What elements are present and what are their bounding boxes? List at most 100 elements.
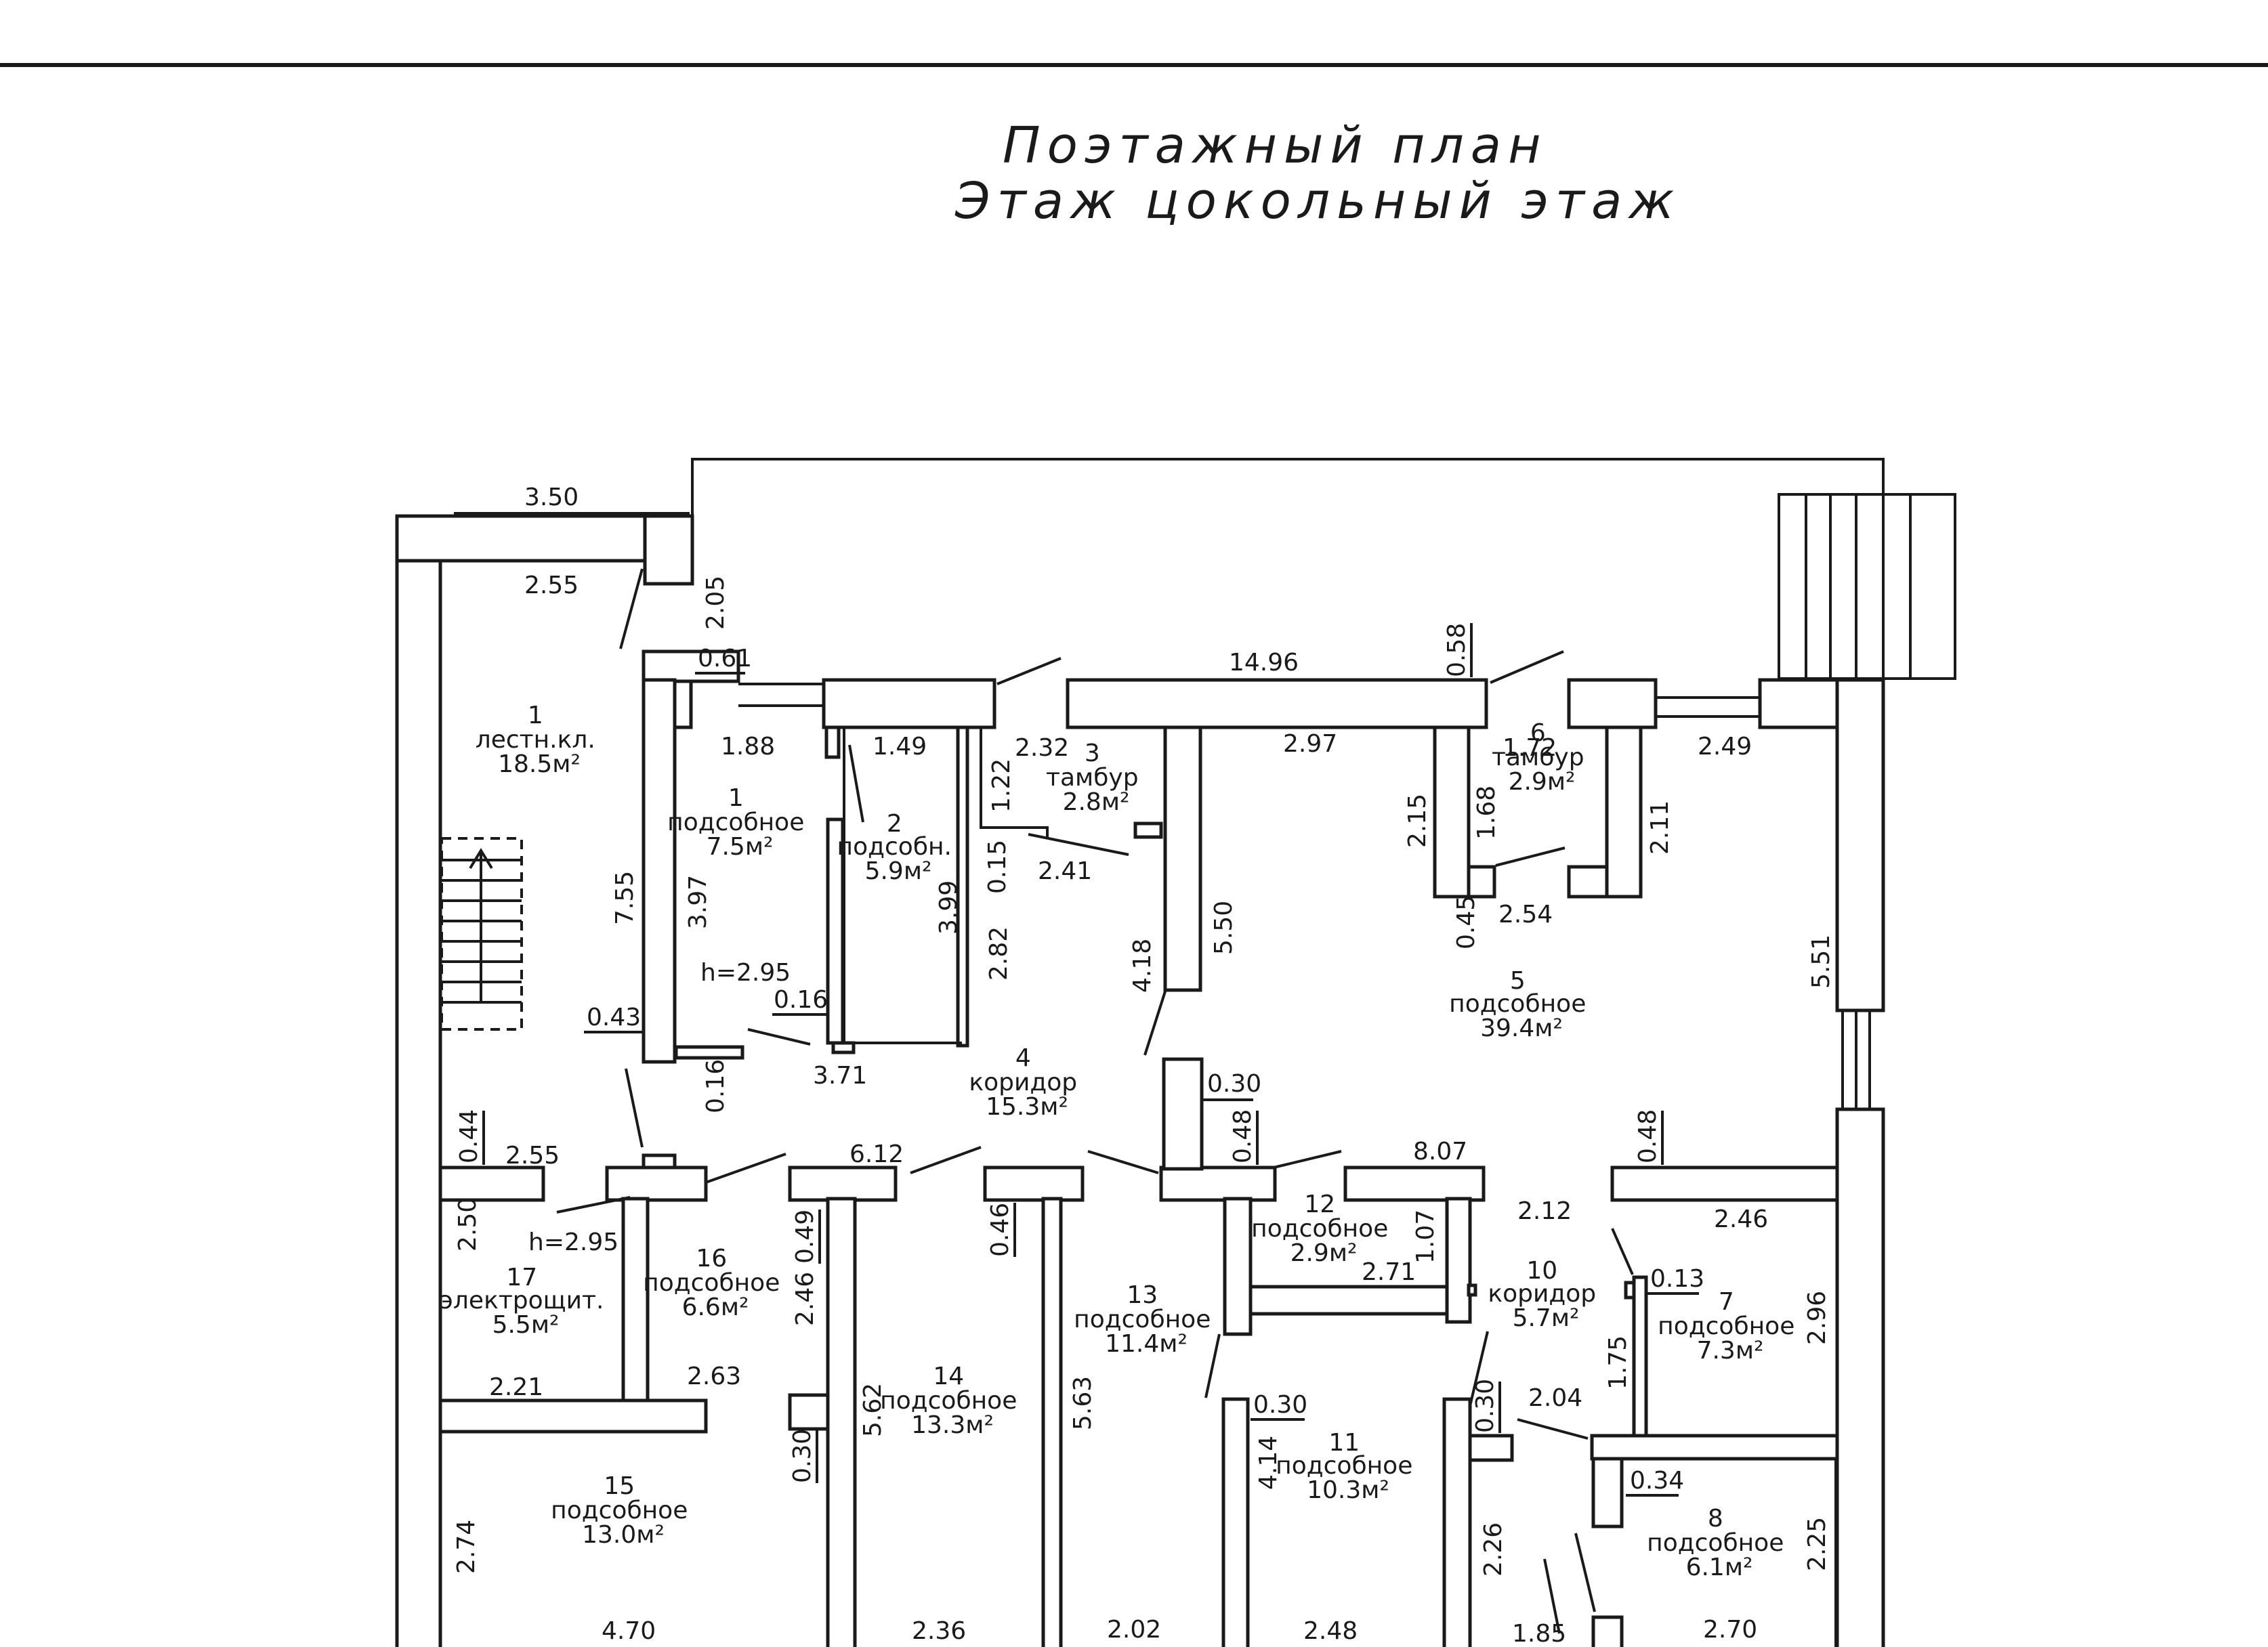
room-label: 2 подсобн. 5.9м² <box>837 810 960 885</box>
room-label: 1 подсобное 7.5м² <box>667 784 812 861</box>
dimension-label: 2.36 <box>912 1617 966 1645</box>
center-room-walls <box>1223 1197 1477 1336</box>
dimension-label: 2.41 <box>1038 857 1092 885</box>
dimension-label: 0.44 <box>455 1109 483 1163</box>
dimension-label: 0.13 <box>1650 1265 1704 1293</box>
room-label: 6 тамбур 2.9м² <box>1492 719 1592 796</box>
room-label: 7 подсобное 7.3м² <box>1658 1288 1803 1365</box>
dimension-label: 4.70 <box>602 1617 656 1645</box>
dimension-label: 1.68 <box>1473 786 1500 840</box>
dimension-label: 2.97 <box>1283 730 1337 758</box>
room-label: 15 подсобное 13.0м² <box>551 1472 696 1549</box>
middle-walls <box>438 1057 1839 1202</box>
interior-staircase <box>440 837 523 1031</box>
dimension-label: 0.48 <box>1229 1109 1257 1163</box>
dimension-label: 2.74 <box>453 1520 480 1574</box>
dimension-label: 4.18 <box>1129 939 1156 993</box>
dimension-label: 2.48 <box>1303 1617 1358 1645</box>
dimension-label: 2.21 <box>489 1373 543 1401</box>
dimension-label: 14.96 <box>1229 649 1299 677</box>
room-label: 13 подсобное 11.4м² <box>1074 1281 1219 1358</box>
room-label: 1 лестн.кл. 18.5м² <box>476 702 604 778</box>
dimension-label: h=2.95 <box>528 1228 618 1256</box>
dimension-label: 1.88 <box>721 733 775 761</box>
vertical-dimensions: 2.05 1.22 0.58 2.15 1.68 2.11 7.55 3.97 … <box>453 576 1835 1577</box>
dimension-label: 5.50 <box>1210 901 1238 955</box>
room-label: 3 тамбур 2.8м² <box>1046 740 1146 816</box>
upper-left-rooms-walls <box>674 725 1049 1060</box>
dimension-label: 0.30 <box>789 1429 816 1483</box>
dimension-label: 2.26 <box>1479 1522 1507 1577</box>
floor-name: Этаж цокольный этаж <box>954 172 1681 230</box>
dimension-label: 5.63 <box>1069 1376 1097 1430</box>
dimension-label: 2.96 <box>1803 1291 1831 1345</box>
external-stairs <box>1778 493 1956 680</box>
room-label: 5 подсобное 39.4м² <box>1449 967 1594 1042</box>
room-label: 4 коридор 15.3м² <box>969 1044 1085 1121</box>
vestibule-walls <box>1133 725 1643 992</box>
dimension-label: 0.16 <box>774 986 828 1014</box>
dimension-label: 6.12 <box>849 1140 904 1168</box>
dimension-label: 7.55 <box>611 871 639 925</box>
dimension-label: 0.49 <box>791 1210 819 1264</box>
room-label: 11 подсобное 10.3м² <box>1276 1429 1421 1504</box>
dimension-label: 8.07 <box>1413 1138 1467 1165</box>
room-label: 16 подсобное 6.6м² <box>643 1245 788 1321</box>
dimension-label: 0.34 <box>1630 1467 1684 1495</box>
dimension-label: 5.62 <box>859 1383 887 1437</box>
dimension-label: 2.63 <box>687 1363 741 1390</box>
room-label: 8 подсобное 6.1м² <box>1647 1505 1792 1581</box>
dimension-label: 2.04 <box>1528 1384 1582 1412</box>
dimension-label: 1.72 <box>1503 734 1557 762</box>
dimension-label: 1.85 <box>1512 1620 1566 1647</box>
dimension-label: 0.43 <box>587 1004 641 1031</box>
door-swings <box>556 568 1634 1634</box>
dimension-label: 2.55 <box>524 572 579 599</box>
dimension-label: 0.58 <box>1443 623 1471 677</box>
dimension-label: 2.50 <box>454 1197 482 1252</box>
horizontal-dimensions: 3.50 2.55 0.61 1.88 1.49 2.32 14.96 2.97… <box>454 484 1768 1647</box>
lower-walls <box>438 1197 1839 1647</box>
dimension-label: 0.30 <box>1207 1070 1261 1098</box>
dimension-label: 3.99 <box>935 880 963 935</box>
north-walls <box>642 649 1839 1064</box>
dimension-label: 0.30 <box>1471 1379 1499 1433</box>
dimension-label: 2.55 <box>505 1142 560 1170</box>
dimension-label: 4.14 <box>1255 1436 1282 1490</box>
dimension-label: 0.15 <box>984 840 1011 894</box>
dimension-label: 2.54 <box>1498 901 1553 928</box>
dimension-label: 2.32 <box>1015 734 1069 762</box>
dimension-label: 1.07 <box>1412 1210 1440 1264</box>
dimension-label: 0.61 <box>698 645 752 672</box>
dimension-label: 2.82 <box>985 926 1013 981</box>
room-label: 12 подсобное 2.9м² <box>1251 1191 1396 1267</box>
dimension-label: 2.46 <box>791 1272 819 1326</box>
dimension-label: 5.51 <box>1807 935 1835 989</box>
dimension-label: 2.05 <box>702 576 730 630</box>
dimension-label: 1.49 <box>873 733 927 761</box>
dimension-label: 2.49 <box>1698 733 1752 761</box>
dimension-label: 3.71 <box>813 1062 867 1090</box>
dimension-label: 0.30 <box>1253 1391 1307 1419</box>
room-label: 17 электрощит. 5.5м² <box>440 1264 612 1339</box>
dimension-label: 0.45 <box>1452 895 1480 949</box>
dimension-label: 2.12 <box>1517 1197 1572 1225</box>
dimension-label: h=2.95 <box>700 959 791 987</box>
dimension-label: 2.70 <box>1703 1616 1757 1644</box>
dimension-label: 2.11 <box>1646 800 1674 855</box>
dimension-label: 1.22 <box>988 758 1015 813</box>
room-label: 10 коридор 5.7м² <box>1488 1257 1603 1332</box>
dimension-label: 0.16 <box>702 1059 730 1113</box>
dimension-label: 2.25 <box>1803 1517 1831 1571</box>
dimension-label: 2.15 <box>1404 794 1431 848</box>
dimension-label: 1.75 <box>1604 1335 1632 1390</box>
dimension-label: 2.02 <box>1107 1616 1161 1644</box>
dimension-label: 2.46 <box>1714 1205 1768 1233</box>
dimension-label: 3.50 <box>524 484 579 511</box>
dimension-label: 3.97 <box>684 875 712 929</box>
outer-walls <box>395 458 1885 1647</box>
dimension-label: 2.71 <box>1362 1258 1416 1286</box>
room-label: 14 подсобное 13.3м² <box>880 1363 1025 1439</box>
room-labels: 1 лестн.кл. 18.5м² 1 подсобное 7.5м² 2 п… <box>440 702 1803 1581</box>
